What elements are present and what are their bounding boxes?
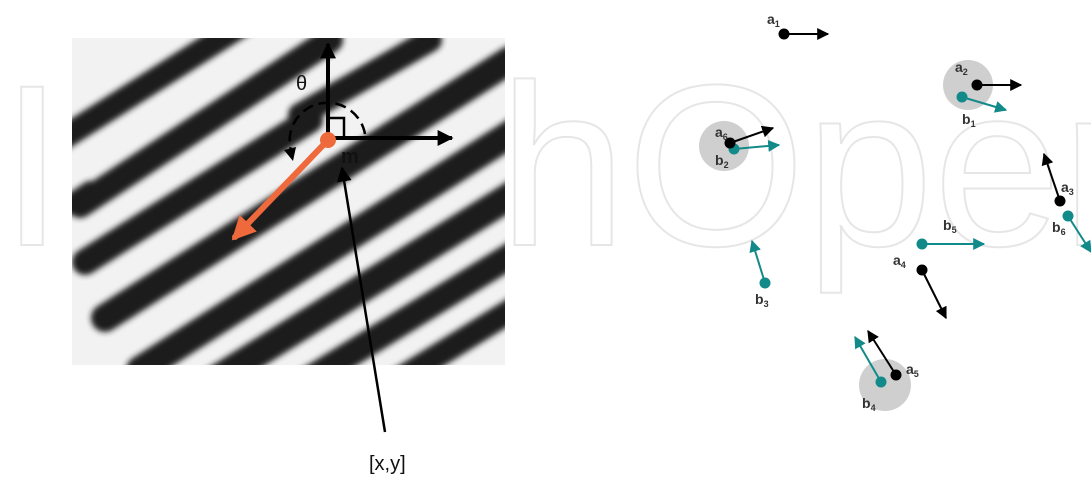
set-b-minutiae bbox=[728, 91, 1091, 388]
label-a1: a1 bbox=[767, 11, 780, 29]
angle-arc bbox=[288, 101, 367, 155]
label-a4: a4 bbox=[893, 252, 906, 270]
minutia-a2 bbox=[971, 79, 983, 91]
minutia-a4 bbox=[916, 264, 928, 276]
label-b5: b5 bbox=[943, 217, 957, 235]
right-angle-mark bbox=[328, 116, 346, 138]
minutia-a6 bbox=[724, 137, 736, 149]
minutia-b4 bbox=[875, 376, 887, 388]
minutia-point bbox=[320, 132, 336, 148]
minutia-b1 bbox=[956, 91, 968, 103]
position-label: [x,y] bbox=[369, 453, 406, 475]
match-highlight-a6-b2 bbox=[699, 121, 749, 171]
label-b1: b1 bbox=[962, 111, 976, 129]
label-b4: b4 bbox=[862, 395, 876, 413]
label-a5: a5 bbox=[906, 361, 919, 379]
set-a-minutiae bbox=[724, 28, 1066, 381]
label-b6: b6 bbox=[1052, 219, 1066, 237]
minutia-b3 bbox=[759, 277, 771, 289]
position-pointer-line bbox=[336, 166, 387, 433]
label-a2: a2 bbox=[955, 59, 968, 77]
minutia-a3 bbox=[1054, 195, 1066, 207]
label-a3: a3 bbox=[1061, 179, 1074, 197]
minutia-b6 bbox=[1062, 210, 1074, 222]
minutia-a5 bbox=[890, 369, 902, 381]
theta-label: θ bbox=[296, 73, 307, 95]
m-label: m bbox=[341, 146, 359, 168]
fingerprint-image bbox=[72, 38, 505, 365]
axes bbox=[284, 42, 454, 161]
minutia-a1 bbox=[778, 28, 790, 40]
label-a6: a6 bbox=[715, 124, 728, 142]
fingerprint-ridges bbox=[72, 38, 505, 365]
minutia-b5 bbox=[916, 238, 928, 250]
match-highlight-a2-b1 bbox=[943, 60, 993, 110]
minutia-direction-arrow bbox=[231, 137, 331, 241]
label-b3: b3 bbox=[755, 291, 769, 309]
minutiae-panel: a1 a2 b1 a6 b2 a3 b6 b5 a4 b3 a5 b4 bbox=[699, 11, 1091, 413]
angle-arc-arrowhead bbox=[284, 147, 296, 161]
label-b2: b2 bbox=[715, 152, 729, 170]
